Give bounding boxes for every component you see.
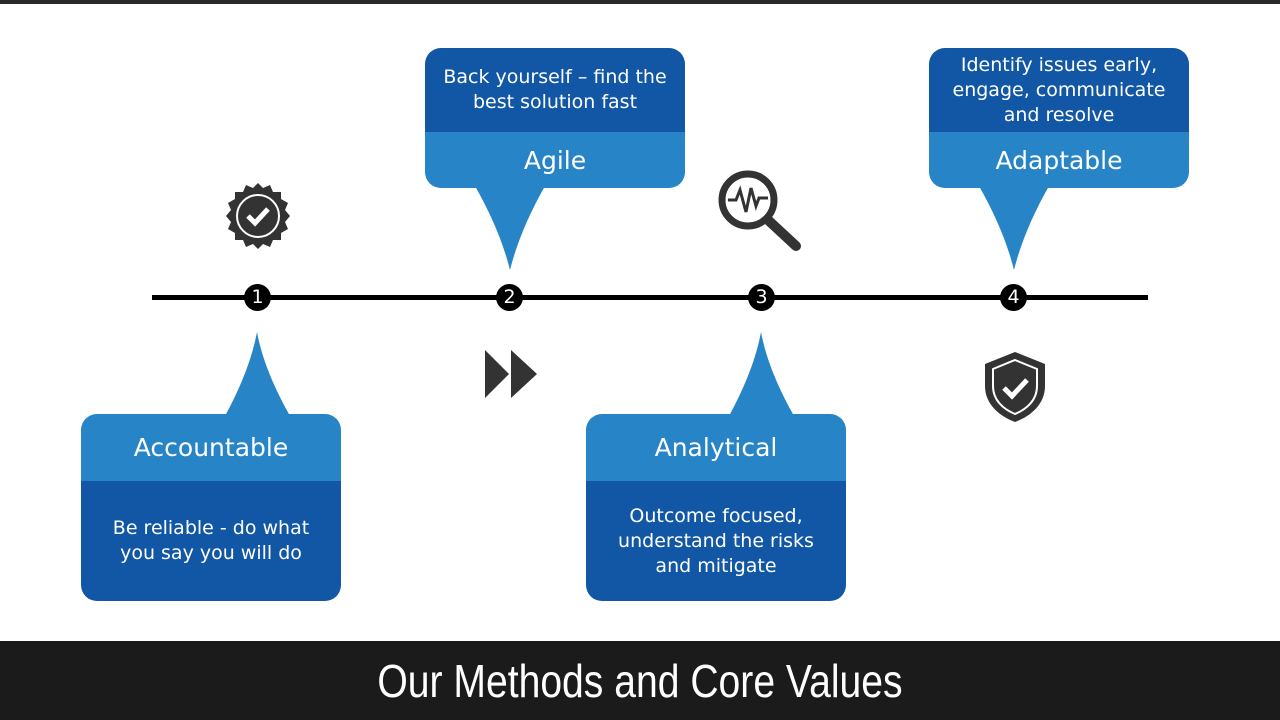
value-card-analytical: Analytical Outcome focused, understand t… (586, 414, 846, 601)
timeline-node-3: 3 (748, 284, 775, 311)
timeline-node-4: 4 (1000, 284, 1027, 311)
pointer-4 (979, 186, 1049, 270)
pointer-2 (475, 186, 545, 270)
shield-check-icon (985, 352, 1045, 422)
top-border (0, 0, 1280, 4)
page-title: Our Methods and Core Values (377, 654, 903, 707)
pointer-3 (729, 332, 794, 416)
value-description: Be reliable - do what you say you will d… (112, 517, 310, 564)
value-description: Back yourself – find the best solution f… (443, 66, 667, 113)
value-title: Accountable (133, 433, 289, 462)
value-title: Agile (523, 145, 587, 175)
value-card-accountable: Accountable Be reliable - do what you sa… (81, 414, 341, 601)
value-description: Outcome focused, understand the risks an… (618, 504, 814, 577)
magnifier-pulse-icon (718, 170, 801, 251)
pointer-1 (225, 332, 290, 416)
footer-title-bar: Our Methods and Core Values (0, 641, 1280, 720)
value-card-agile: Back yourself – find the best solution f… (425, 48, 685, 188)
callout-pointers (225, 186, 1049, 416)
timeline-node-1: 1 (244, 284, 271, 311)
timeline-node-2: 2 (496, 284, 523, 311)
fast-forward-icon (485, 350, 537, 398)
timeline-line (152, 295, 1148, 300)
value-description: Identify issues early, engage, communica… (952, 53, 1166, 126)
value-card-adaptable: Identify issues early, engage, communica… (929, 48, 1189, 188)
value-title: Analytical (654, 433, 778, 462)
value-title: Adaptable (995, 145, 1123, 175)
badge-check-icon (226, 183, 290, 249)
